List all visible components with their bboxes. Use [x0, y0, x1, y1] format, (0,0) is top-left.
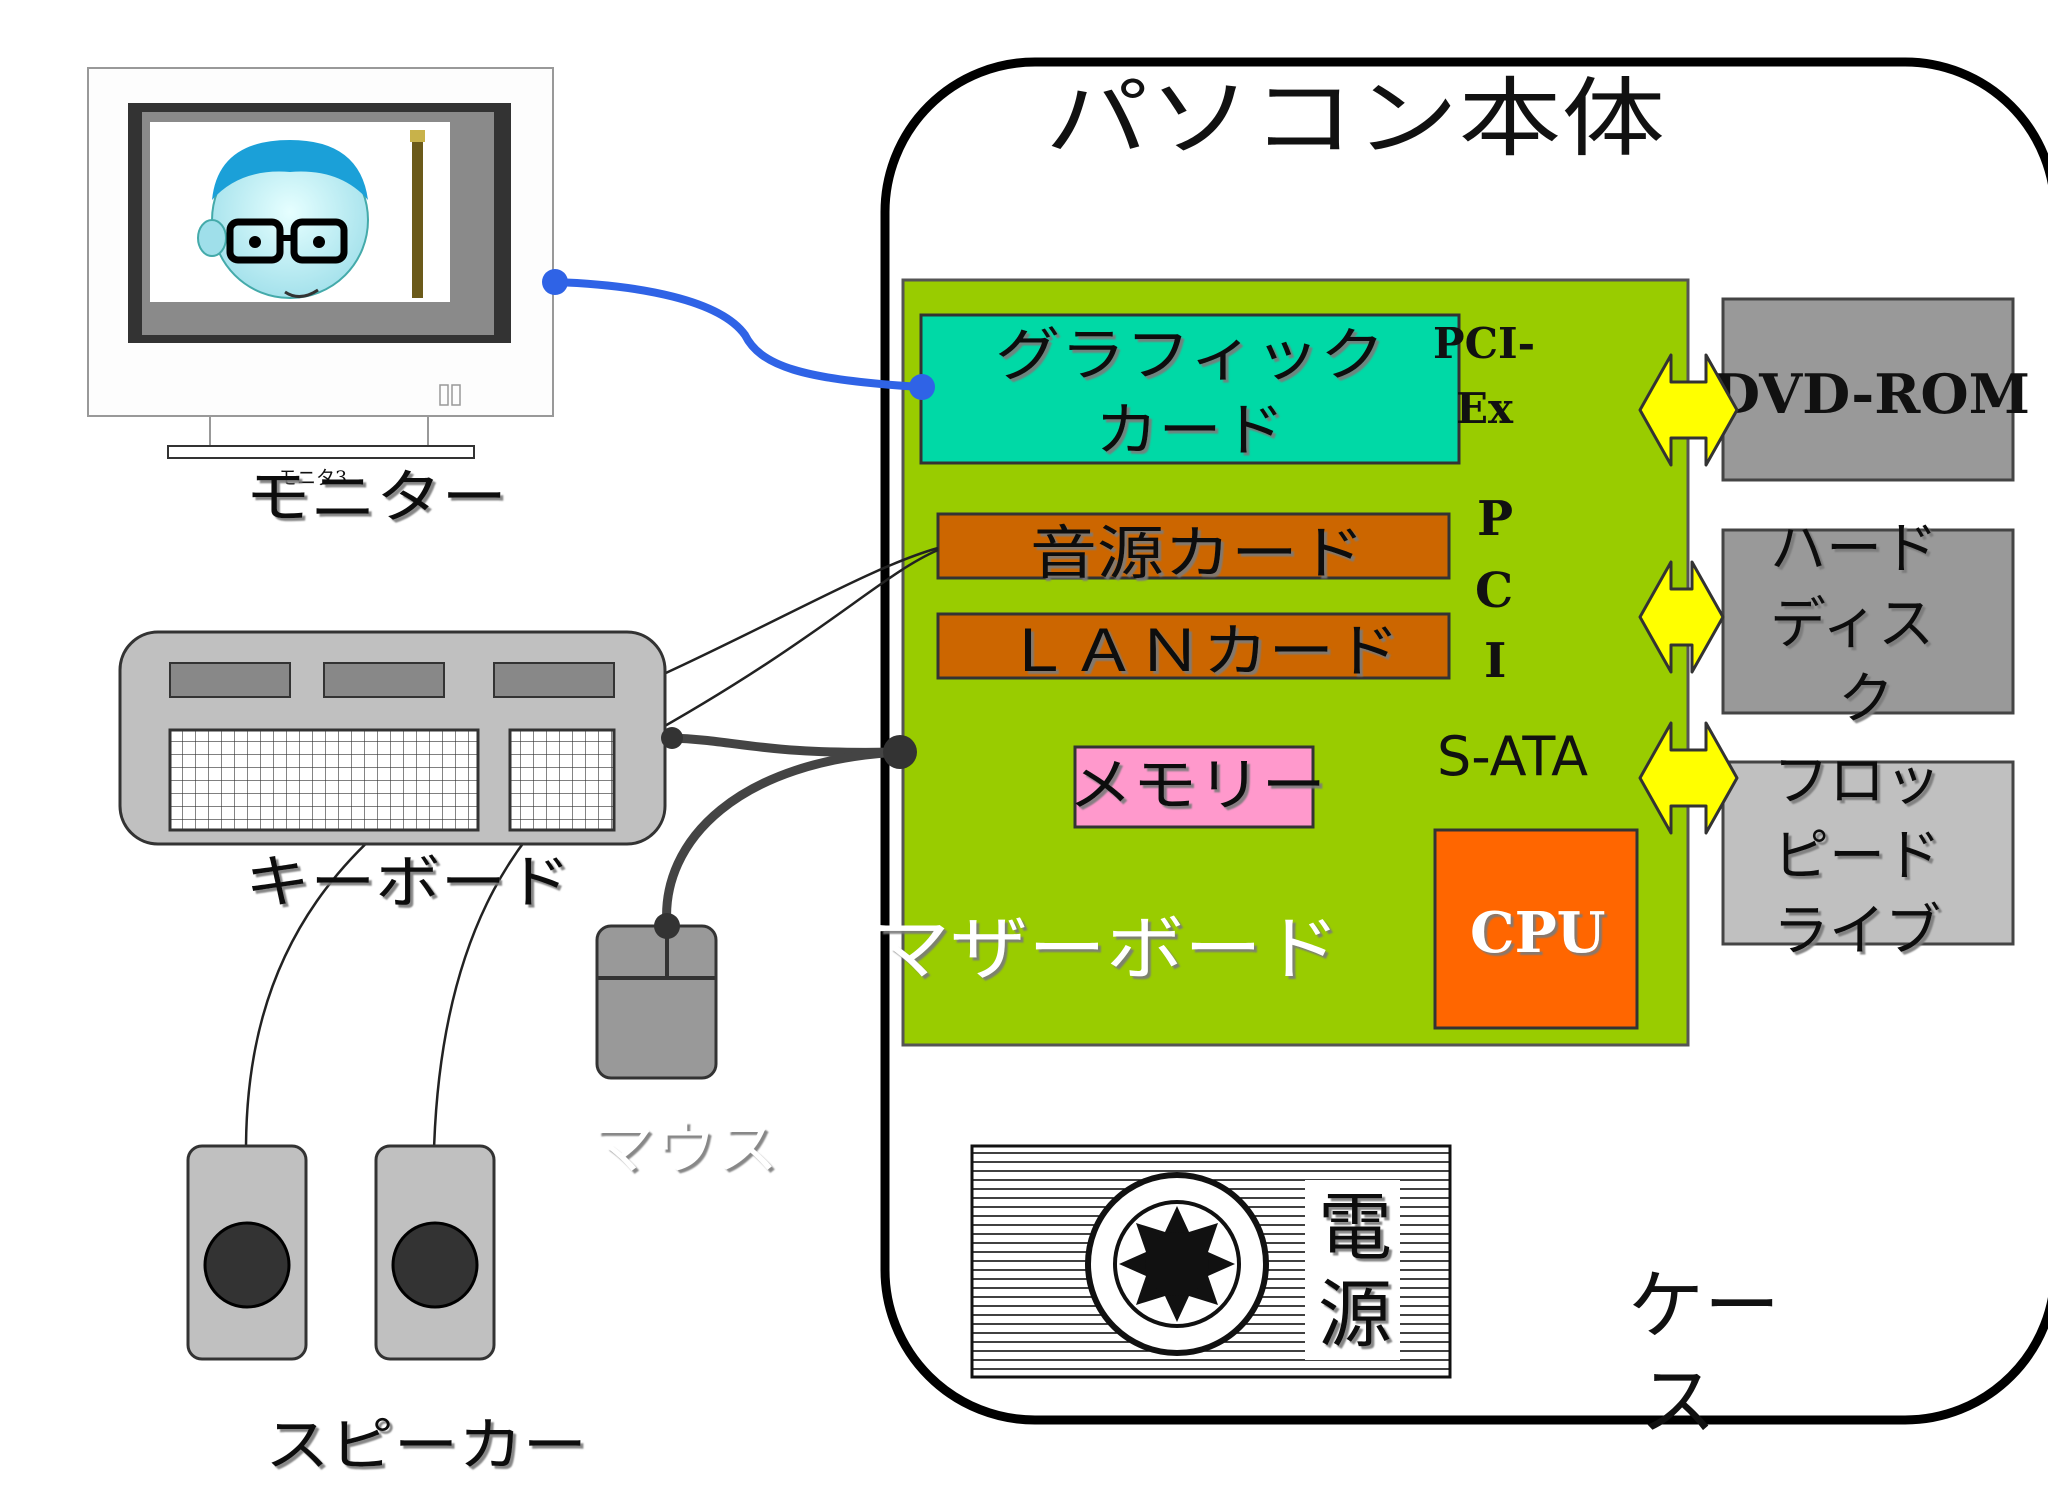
monitor-small-caption: モニタ3 [278, 467, 347, 489]
mouse-label: マウス [592, 1114, 778, 1182]
fdd-label-line2: ピード [1773, 824, 1941, 889]
keyboard-cable-plug [661, 727, 683, 749]
mouse-icon [595, 913, 718, 1080]
graphic-card-label-line2: カード [1095, 396, 1285, 464]
hdd-connector-arrow [1638, 560, 1725, 674]
motherboard-label: マザーボード [872, 908, 1340, 990]
cpu-label: CPU [1470, 900, 1606, 966]
pci-ex-label-line2: Ex [1456, 384, 1514, 433]
graphic-card-cable-plug [909, 374, 935, 400]
pci-letter-c: C [1475, 563, 1513, 619]
monitor-icon [87, 67, 554, 459]
fdd-label-line1: フロッ [1773, 749, 1941, 814]
cpu [1433, 828, 1639, 1030]
speaker-right-icon [374, 1144, 496, 1361]
keyboard-icon [118, 630, 667, 846]
hdd-label-line1: ハード [1770, 517, 1938, 582]
power-label-line1: 電 [1318, 1185, 1392, 1271]
dvd-rom-label: DVD-ROM [1712, 362, 2030, 426]
hdd-label-line2: ディス [1770, 592, 1934, 657]
monitor-cable-plug [542, 269, 568, 295]
speaker-left-icon [186, 1144, 308, 1361]
monitor-cable [551, 278, 926, 391]
sound-card [936, 512, 1451, 580]
lan-card [936, 612, 1451, 680]
dvd-rom-drive [1721, 297, 2015, 482]
keyboard-cable [665, 733, 905, 757]
sound-card-label: 音源カード [1030, 519, 1365, 587]
floppy-drive [1721, 760, 2015, 946]
graphic-card-label-line1: グラフィック [995, 321, 1385, 389]
hard-disk-drive [1721, 528, 2015, 715]
mouse-cable [662, 747, 905, 931]
memory-module [1073, 745, 1315, 829]
lan-card-label: ＬＡＮカード [1005, 617, 1400, 685]
monitor-label: モニター [245, 463, 507, 531]
hdd-label-line3: ク [1838, 667, 1894, 732]
keyboard-label: キーボード [245, 848, 571, 916]
case-title: パソコン本体 [1045, 69, 1665, 169]
power-label-line2: 源 [1318, 1272, 1392, 1358]
pci-ex-label-line1: PCI- [1433, 319, 1535, 368]
fdd-connector-arrow [1638, 721, 1739, 835]
memory-label: メモリー [1068, 751, 1326, 819]
speaker-label: スピーカー [265, 1411, 587, 1479]
pci-letter-i: I [1484, 633, 1506, 689]
case-label-line2: ス [1640, 1357, 1716, 1446]
power-label-backdrop [1305, 1180, 1400, 1360]
sata-label: S-ATA [1437, 725, 1588, 788]
pci-letter-p: P [1477, 491, 1513, 547]
motherboard-io-port [883, 735, 917, 769]
fdd-label-line3: ライブ [1773, 899, 1941, 964]
case-label-line1: ケー [1628, 1261, 1780, 1350]
dvd-connector-arrow [1638, 353, 1739, 467]
connector-arrows [1638, 353, 1739, 835]
fan-icon [1085, 1172, 1269, 1356]
